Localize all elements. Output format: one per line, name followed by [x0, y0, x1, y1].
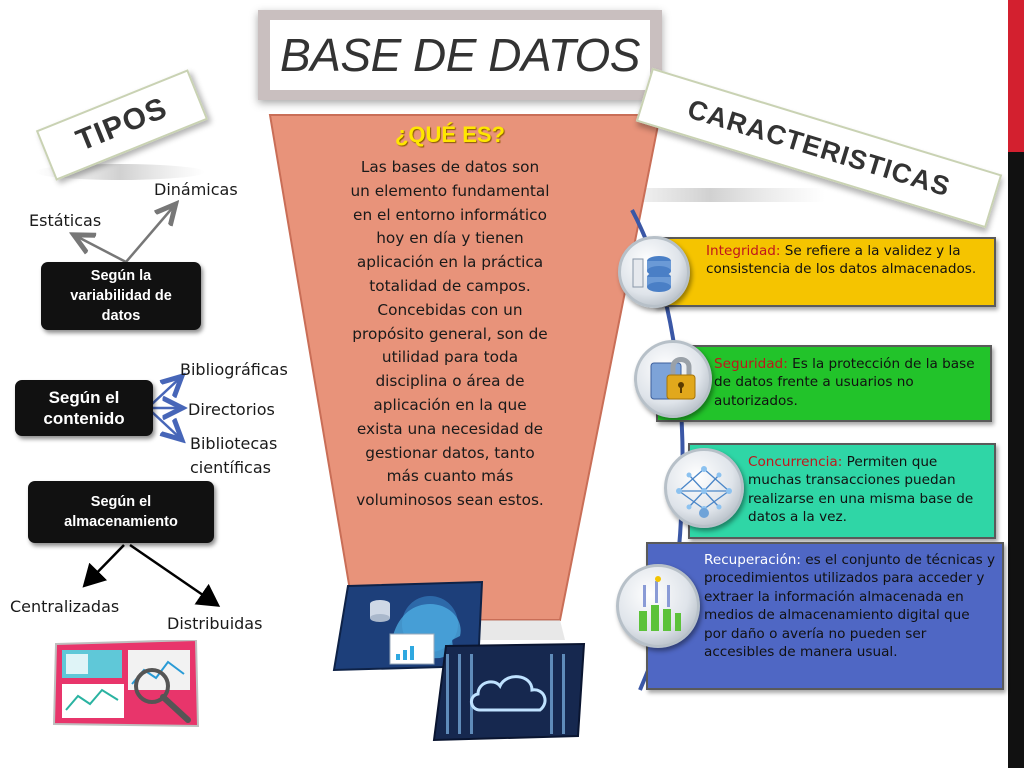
box-variabilidad: Según la variabilidad de datos: [41, 262, 201, 330]
box-almacenamiento: Según el almacenamiento: [28, 481, 214, 543]
database-icon: [618, 236, 690, 308]
arrow-bibliograficas: [151, 378, 180, 405]
arrow-distribuidas: [129, 543, 221, 607]
card-concurrencia-text: Concurrencia: Permiten que muchas transa…: [748, 453, 986, 527]
type-dinamicas: Dinámicas: [154, 180, 238, 199]
card-seguridad-text: Seguridad: Es la protección de la base d…: [714, 355, 984, 410]
type-directorios: Directorios: [188, 400, 275, 419]
card-integridad-term: Integridad:: [706, 243, 781, 259]
box-contenido-label: Según el contenido: [43, 388, 125, 428]
box-almacenamiento-label: Según el almacenamiento: [64, 494, 178, 530]
lock-icon: [634, 340, 712, 418]
page-title: BASE DE DATOS: [280, 29, 640, 81]
edge-bar-red: [1008, 0, 1024, 152]
box-variabilidad-label: Según la variabilidad de datos: [70, 268, 172, 324]
caract-shadow: [595, 188, 825, 202]
card-concurrencia-desc: Permiten que muchas transacciones puedan…: [748, 454, 974, 526]
card-recuperacion: [646, 542, 1004, 690]
card-integridad: [654, 237, 996, 307]
que-es-body: Las bases de datos son un elemento funda…: [350, 158, 550, 510]
recovery-icon: [616, 564, 700, 648]
card-recuperacion-term: Recuperación:: [704, 552, 801, 568]
card-recuperacion-desc: es el conjunto de técnicas y procedimien…: [704, 552, 996, 661]
card-integridad-desc: Se refiere a la validez y la consistenci…: [706, 243, 977, 278]
arrow-dinamicas: [125, 206, 174, 263]
card-seguridad-term: Seguridad:: [714, 356, 788, 372]
network-icon: [664, 448, 744, 528]
arrow-bibliotecas: [151, 411, 180, 438]
card-seguridad-desc: Es la protección de la base de datos fre…: [714, 356, 975, 409]
type-centralizadas: Centralizadas: [10, 597, 120, 616]
title-panel: [270, 20, 650, 90]
que-es-heading: ¿QUÉ ES?: [394, 122, 505, 147]
card-seguridad: [656, 345, 992, 422]
type-distribuidas: Distribuidas: [167, 614, 263, 633]
type-bibliograficas: Bibliográficas: [180, 360, 288, 379]
arrow-centralizadas: [82, 544, 125, 588]
card-recuperacion-text: Recuperación: es el conjunto de técnicas…: [704, 551, 996, 661]
type-estaticas: Estáticas: [29, 211, 102, 230]
edge-bar-black: [1008, 152, 1024, 768]
card-integridad-text: Integridad: Se refiere a la validez y la…: [706, 242, 986, 279]
card-concurrencia-term: Concurrencia:: [748, 454, 843, 470]
cloud-data-image: [432, 642, 586, 742]
box-contenido: Según el contenido: [15, 380, 153, 436]
arrow-estaticas: [76, 236, 127, 264]
analytics-illustration: [52, 640, 200, 728]
type-bibliotecas-cientificas: Bibliotecas científicas: [190, 434, 278, 477]
